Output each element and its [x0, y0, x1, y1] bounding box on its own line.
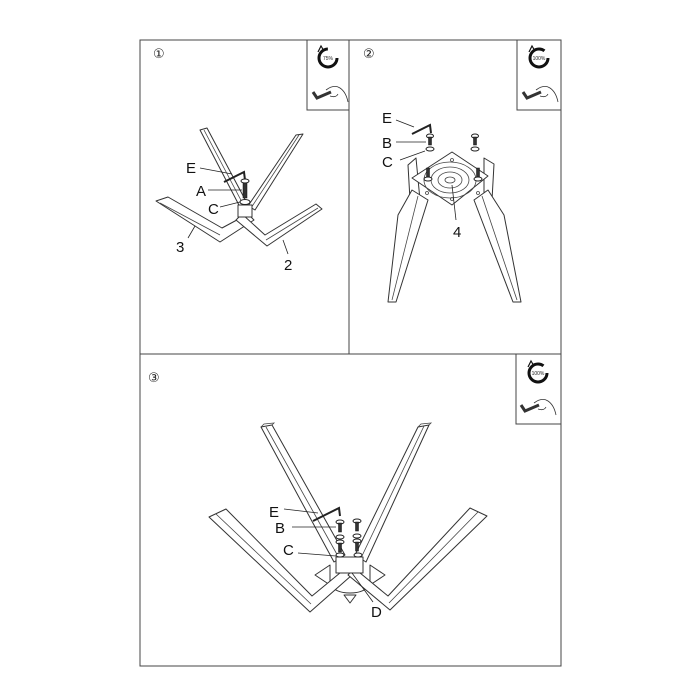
label-c: C: [283, 542, 294, 559]
upright-leg-right: [247, 133, 304, 211]
label-part-3: 3: [176, 239, 184, 256]
upright-leg-left: [199, 127, 249, 210]
front-leg-right: [473, 189, 522, 303]
step-2-panel: ② 100%: [363, 39, 562, 303]
label-d: D: [371, 604, 382, 621]
plate-tab: [369, 564, 386, 586]
svg-text:75%: 75%: [323, 56, 334, 62]
label-c: C: [208, 201, 219, 218]
label-part-2: 2: [284, 257, 292, 274]
label-a: A: [196, 183, 206, 200]
label-b: B: [382, 135, 392, 152]
step-number: ①: [153, 47, 165, 62]
front-leg-left: [387, 189, 429, 303]
screw-b: [423, 133, 483, 182]
rotation-torque-icon: 75%: [317, 44, 339, 69]
hex-key-hand-icon: [311, 86, 349, 103]
torque-tool-icon-box: 100%: [516, 39, 562, 111]
label-e: E: [269, 504, 279, 521]
label-part-4: 4: [453, 224, 461, 241]
step-number: ②: [363, 47, 375, 62]
label-b: B: [275, 520, 285, 537]
step-number: ③: [148, 371, 160, 386]
hex-key-hand-icon: [519, 399, 557, 416]
svg-text:100%: 100%: [533, 56, 546, 62]
step-3-panel: ③ 100%: [148, 353, 562, 621]
step-1-panel: ① 75%: [153, 39, 350, 274]
label-e: E: [382, 110, 392, 127]
rotation-torque-icon: 100%: [527, 359, 549, 384]
torque-tool-icon-box: 100%: [515, 353, 562, 425]
hex-key-e: [223, 170, 246, 183]
rotation-torque-icon: 100%: [528, 44, 550, 69]
joint-plate: [237, 204, 253, 218]
joint-plate-d: [335, 556, 364, 574]
plate-tab: [314, 564, 331, 586]
hex-key-e: [312, 506, 341, 522]
hex-key-hand-icon: [521, 86, 559, 103]
svg-text:100%: 100%: [532, 371, 545, 377]
label-e: E: [186, 160, 196, 177]
upright-leg-left: [260, 422, 346, 563]
bolt-head: [240, 178, 250, 184]
torque-tool-icon-box: 75%: [306, 39, 350, 111]
hex-key-e: [411, 123, 432, 135]
outer-frame: [139, 39, 562, 667]
washer-c: [239, 199, 251, 205]
label-c: C: [382, 154, 393, 171]
screws-b: [335, 518, 363, 558]
lower-leg-right: [347, 507, 488, 611]
plate-tab: [343, 594, 357, 604]
bolt-a: [242, 182, 248, 199]
upright-leg-right: [354, 422, 433, 563]
